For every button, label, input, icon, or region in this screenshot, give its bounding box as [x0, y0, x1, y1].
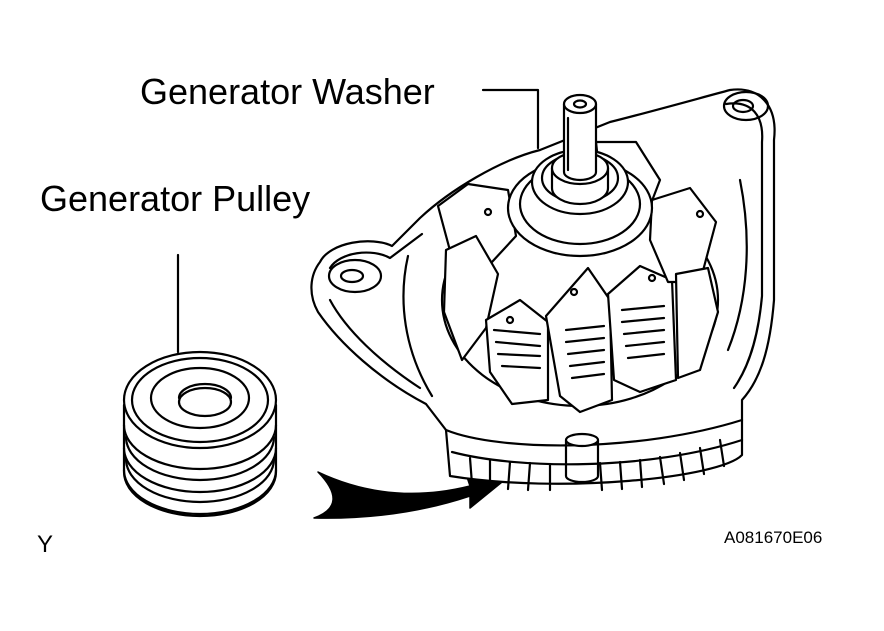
corner-mark: Y	[37, 531, 54, 558]
generator-pulley	[122, 350, 278, 518]
generator-pulley-label: Generator Pulley	[40, 178, 311, 219]
install-arrow	[313, 471, 503, 519]
washer-leader-line	[481, 88, 540, 150]
rotor-shaft	[506, 93, 654, 258]
generator-washer-label: Generator Washer	[140, 71, 435, 112]
figure-code: A081670E06	[724, 528, 823, 547]
